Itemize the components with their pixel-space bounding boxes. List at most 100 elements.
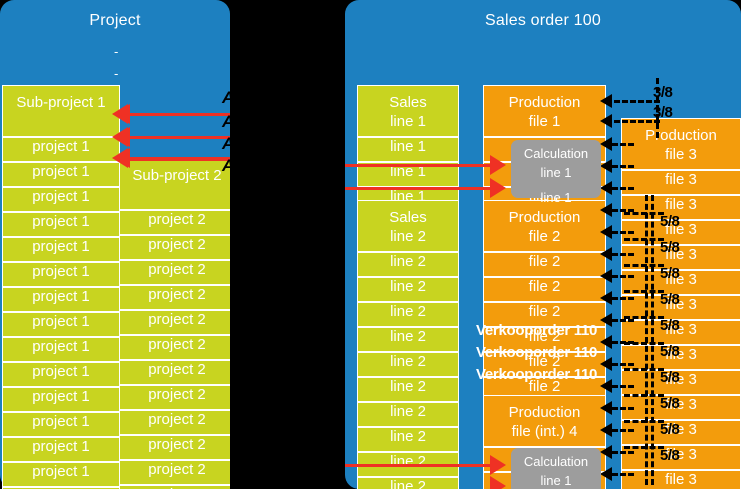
subproject1-row[interactable]: project 1 — [2, 312, 120, 337]
productionfile2-row[interactable]: file 2 — [483, 277, 606, 302]
subproject1-row[interactable]: project 1 — [2, 437, 120, 462]
salesline1-row[interactable]: line 1 — [357, 137, 459, 162]
salesline2-header-line: Sales — [389, 209, 427, 226]
productionfile3-row[interactable]: file 3 — [621, 270, 741, 295]
productionfile3-row[interactable]: file 3 — [621, 345, 741, 370]
subproject1-row[interactable]: project 1 — [2, 212, 120, 237]
fraction-label: 5/8 — [660, 239, 680, 256]
salesline2-row[interactable]: line 2 — [357, 302, 459, 327]
productionfile3-row[interactable]: file 3 — [621, 470, 741, 489]
subproject2-row[interactable]: project 2 — [118, 310, 236, 335]
subproject2-row[interactable]: project 2 — [118, 410, 236, 435]
subproject1-row[interactable]: project 1 — [2, 337, 120, 362]
connector-line — [122, 158, 330, 161]
salesline2-row[interactable]: line 2 — [357, 252, 459, 277]
subproject2-row[interactable]: project 2 — [118, 335, 236, 360]
subproject2-row[interactable]: project 2 — [118, 485, 236, 489]
subproject1-row[interactable]: project 1 — [2, 187, 120, 212]
dashed-connector — [612, 385, 634, 388]
subproject1-row[interactable]: project 1 — [2, 137, 120, 162]
subproject2-header[interactable]: Sub-project 2 — [118, 158, 236, 210]
subproject1-row[interactable]: project 1 — [2, 162, 120, 187]
salesline2-header[interactable]: Sales line 2 — [357, 200, 459, 252]
dashed-connector — [624, 420, 664, 423]
productionfile2-row[interactable]: file 2 — [483, 327, 606, 352]
productionfile1-header-line: Production — [508, 94, 581, 111]
salesline2-row[interactable]: line 2 — [357, 352, 459, 377]
dashed-connector — [624, 316, 664, 319]
productionfile3-row[interactable]: file 3 — [621, 420, 741, 445]
dashed-connector — [612, 407, 634, 410]
subproject1-row[interactable]: project 1 — [2, 462, 120, 487]
subproject1-row[interactable]: project 1 — [2, 387, 120, 412]
salesline2-row[interactable]: line 2 — [357, 377, 459, 402]
arrow-left-black-icon — [600, 379, 612, 393]
arrow-left-black-icon — [600, 445, 612, 459]
dashed-spine — [656, 78, 659, 138]
arrow-left-black-icon — [600, 401, 612, 415]
bullet-mark-2: - — [114, 66, 119, 81]
salesline2-row[interactable]: line 2 — [357, 427, 459, 452]
subproject2-row[interactable]: project 2 — [118, 360, 236, 385]
subproject2-row[interactable]: project 2 — [118, 235, 236, 260]
fraction-label: 5/8 — [660, 317, 680, 334]
salesline2-row[interactable]: line 2 — [357, 402, 459, 427]
productionfile3-row[interactable]: file 3 — [621, 370, 741, 395]
subproject1-row[interactable]: project 1 — [2, 362, 120, 387]
productionfile3-row[interactable]: file 3 — [621, 220, 741, 245]
subproject2-row[interactable]: project 2 — [118, 260, 236, 285]
subproject1-row[interactable]: project 1 — [2, 412, 120, 437]
salesline2-row[interactable]: line 2 — [357, 277, 459, 302]
center-black-mask — [230, 0, 345, 489]
salesline2-header-line: line 2 — [390, 228, 426, 245]
connector-line — [122, 136, 330, 139]
arrow-left-icon — [112, 148, 128, 168]
fraction-label: 5/8 — [660, 291, 680, 308]
productionfile3-row[interactable]: file 3 — [621, 395, 741, 420]
subproject1-row[interactable]: project 1 — [2, 287, 120, 312]
arrow-left-icon — [112, 104, 128, 124]
dashed-connector — [612, 473, 634, 476]
productionfile2-row[interactable]: file 2 — [483, 352, 606, 377]
productionfile3-row[interactable]: file 3 — [621, 170, 741, 195]
subproject2-row[interactable]: project 2 — [118, 210, 236, 235]
productionfile1-header-line: file 1 — [528, 113, 561, 130]
dashed-connector — [612, 363, 634, 366]
letter-mark: A — [222, 156, 235, 175]
productionfile3-row[interactable]: file 3 — [621, 195, 741, 220]
fraction-label: 5/8 — [660, 343, 680, 360]
productionfile2-row[interactable]: file 2 — [483, 252, 606, 277]
productionfile3-row[interactable]: file 3 — [621, 320, 741, 345]
arrow-left-black-icon — [600, 357, 612, 371]
salesline2-row[interactable]: line 2 — [357, 327, 459, 352]
arrow-left-black-icon — [600, 137, 612, 151]
arrow-left-black-icon — [600, 247, 612, 261]
dashed-connector — [612, 209, 634, 212]
salesline2-row[interactable]: line 2 — [357, 477, 459, 489]
arrow-left-black-icon — [600, 159, 612, 173]
arrow-left-black-icon — [600, 269, 612, 283]
dashed-spine — [651, 195, 654, 485]
subproject2-row[interactable]: project 2 — [118, 385, 236, 410]
arrow-right-icon — [490, 178, 506, 198]
subproject1-row[interactable]: project 1 — [2, 237, 120, 262]
productionfile3-row[interactable]: file 3 — [621, 445, 741, 470]
subproject1-row[interactable]: project 1 — [2, 262, 120, 287]
dashed-connector — [612, 297, 634, 300]
productionfile2-row[interactable]: file 2 — [483, 302, 606, 327]
subproject2-row[interactable]: project 2 — [118, 435, 236, 460]
subproject2-row[interactable]: project 2 — [118, 460, 236, 485]
productionfile1-header[interactable]: Production file 1 — [483, 85, 606, 137]
subproject2-row[interactable]: project 2 — [118, 285, 236, 310]
verkooporder-label: Verkooporder 110 — [476, 322, 598, 339]
dashed-connector — [624, 238, 664, 241]
letter-mark: A — [222, 88, 235, 107]
calculation-box-line: Calculation — [523, 146, 589, 161]
subproject1-header[interactable]: Sub-project 1 — [2, 85, 120, 137]
